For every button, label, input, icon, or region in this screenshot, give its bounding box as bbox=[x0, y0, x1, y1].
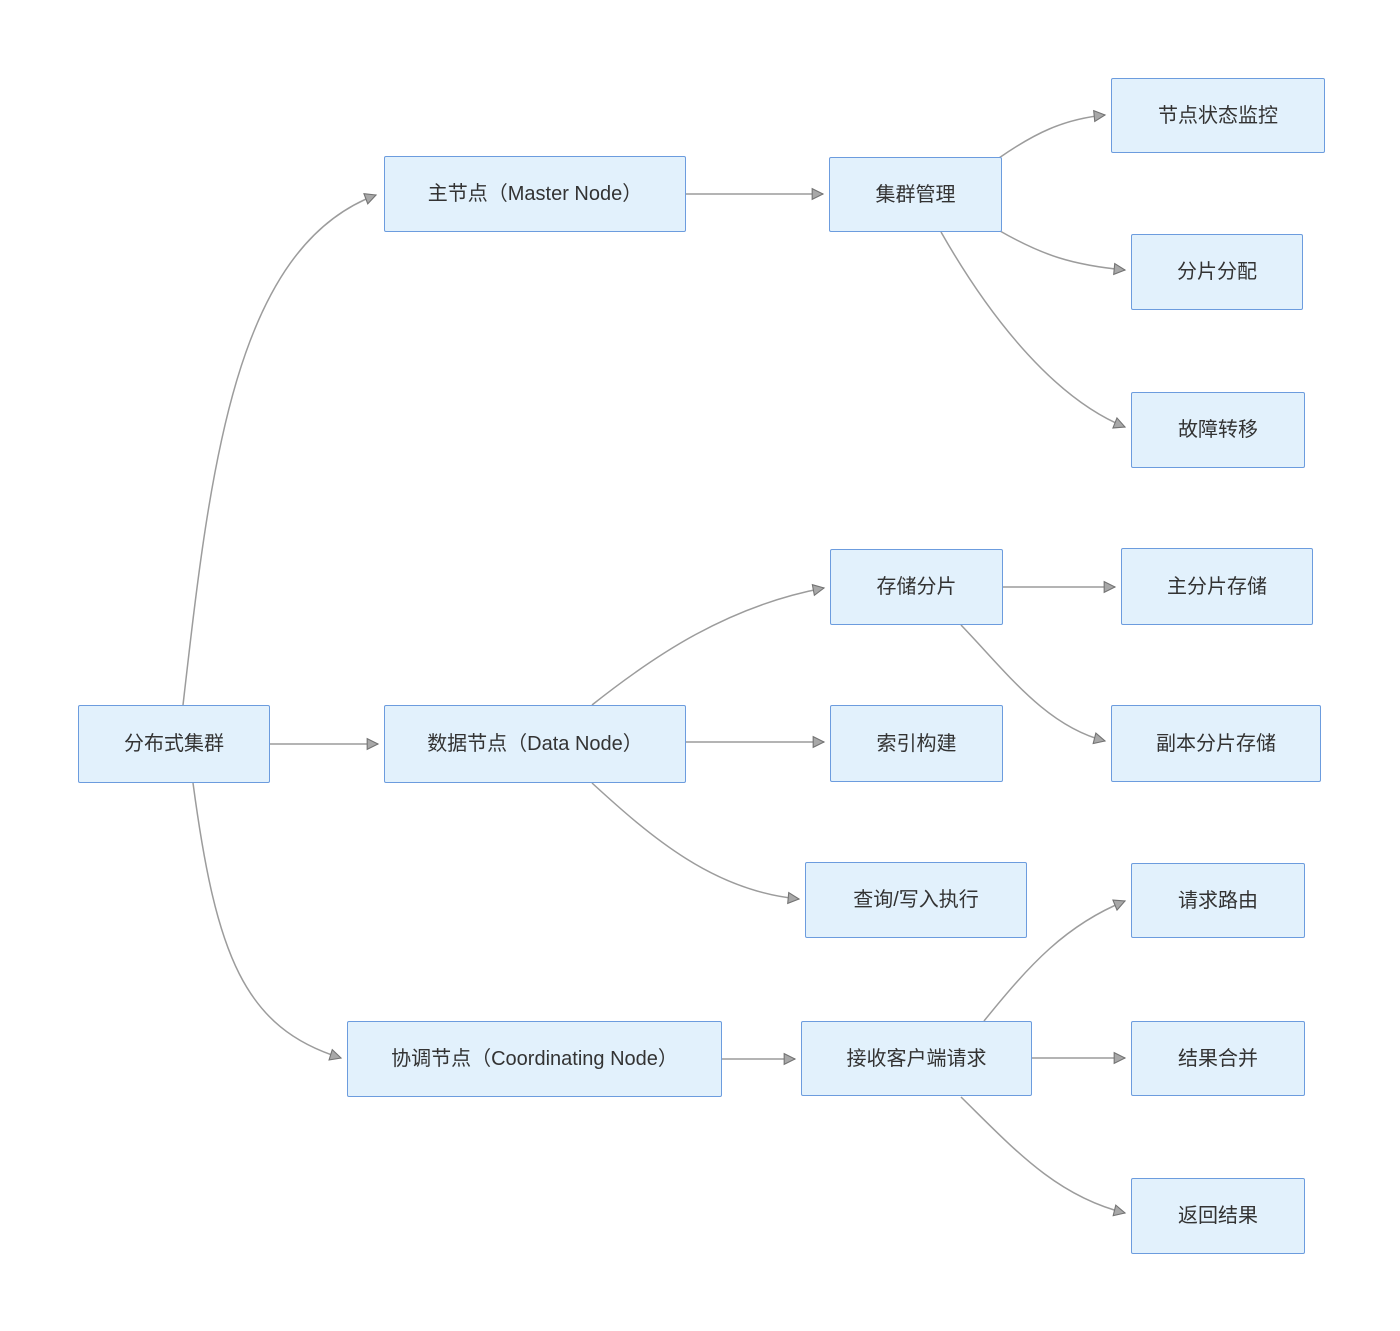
edge-cluster-mgmt-node-status bbox=[998, 109, 1107, 159]
node-replica-shard: 副本分片存储 bbox=[1111, 705, 1321, 782]
node-label-query-exec: 查询/写入执行 bbox=[853, 889, 979, 911]
node-store-shard: 存储分片 bbox=[830, 549, 1003, 625]
node-label-master: 主节点（Master Node） bbox=[427, 183, 643, 205]
node-master: 主节点（Master Node） bbox=[384, 156, 686, 232]
node-node-status: 节点状态监控 bbox=[1111, 78, 1325, 153]
edge-data-query-exec bbox=[591, 782, 801, 905]
node-recv-request: 接收客户端请求 bbox=[801, 1021, 1032, 1096]
node-label-coord: 协调节点（Coordinating Node） bbox=[391, 1048, 678, 1070]
edge-store-shard-replica-shard bbox=[960, 624, 1107, 745]
node-failover: 故障转移 bbox=[1131, 392, 1305, 468]
node-label-primary-shard: 主分片存储 bbox=[1167, 575, 1267, 598]
edge-root-coord bbox=[192, 782, 343, 1061]
edge-cluster-mgmt-shard-alloc bbox=[999, 230, 1127, 276]
node-label-shard-alloc: 分片分配 bbox=[1177, 261, 1257, 283]
node-label-replica-shard: 副本分片存储 bbox=[1156, 732, 1276, 755]
edge-recv-request-return-result bbox=[960, 1096, 1127, 1217]
node-label-store-shard: 存储分片 bbox=[876, 576, 957, 598]
node-root: 分布式集群 bbox=[78, 705, 270, 783]
node-shard-alloc: 分片分配 bbox=[1131, 234, 1303, 310]
node-cluster-mgmt: 集群管理 bbox=[829, 157, 1002, 232]
edge-cluster-mgmt-failover bbox=[940, 231, 1127, 429]
edge-root-master bbox=[182, 193, 378, 706]
node-label-return-result: 返回结果 bbox=[1178, 1205, 1258, 1227]
node-coord: 协调节点（Coordinating Node） bbox=[347, 1021, 722, 1097]
node-label-result-merge: 结果合并 bbox=[1178, 1047, 1258, 1070]
edge-recv-request-req-routing bbox=[983, 899, 1127, 1022]
node-label-node-status: 节点状态监控 bbox=[1158, 104, 1278, 127]
node-primary-shard: 主分片存储 bbox=[1121, 548, 1313, 625]
node-label-root: 分布式集群 bbox=[124, 733, 224, 755]
node-label-failover: 故障转移 bbox=[1178, 419, 1258, 441]
node-data: 数据节点（Data Node） bbox=[384, 705, 686, 783]
node-label-req-routing: 请求路由 bbox=[1178, 889, 1258, 912]
node-label-index-build: 索引构建 bbox=[876, 732, 957, 755]
node-return-result: 返回结果 bbox=[1131, 1178, 1305, 1254]
node-index-build: 索引构建 bbox=[830, 705, 1003, 782]
node-label-data: 数据节点（Data Node） bbox=[427, 733, 643, 755]
node-result-merge: 结果合并 bbox=[1131, 1021, 1305, 1096]
node-query-exec: 查询/写入执行 bbox=[805, 862, 1027, 938]
node-label-cluster-mgmt: 集群管理 bbox=[875, 183, 956, 206]
node-req-routing: 请求路由 bbox=[1131, 863, 1305, 938]
node-label-recv-request: 接收客户端请求 bbox=[846, 1047, 987, 1070]
edge-data-store-shard bbox=[591, 583, 826, 706]
